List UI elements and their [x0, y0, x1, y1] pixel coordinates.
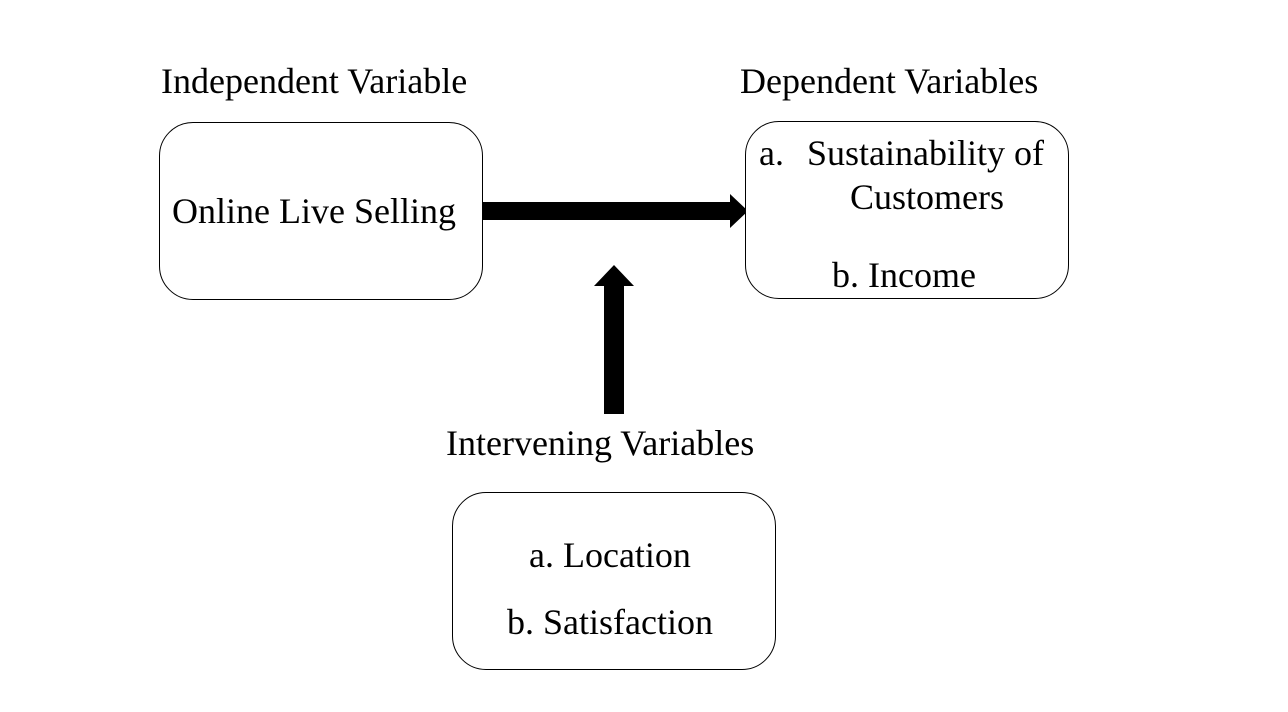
dependent-item-a-line1: Sustainability of	[807, 133, 1044, 173]
arrow-intervening-to-relationship	[594, 265, 634, 414]
independent-variable-text: Online Live Selling	[172, 191, 456, 231]
arrow-independent-to-dependent	[483, 194, 748, 228]
intervening-variables-heading: Intervening Variables	[446, 423, 755, 463]
dependent-variables-box: a. Sustainability of Customers b. Income	[745, 121, 1069, 299]
intervening-item-a: a. Location	[529, 535, 691, 575]
independent-variable-heading: Independent Variable	[161, 61, 468, 101]
dependent-item-a-line2: Customers	[850, 177, 1005, 217]
intervening-variables-box: a. Location b. Satisfaction	[452, 492, 776, 670]
dependent-item-b: b. Income	[832, 255, 976, 295]
independent-variable-box: Online Live Selling	[159, 122, 483, 300]
dependent-item-a-marker: a.	[759, 133, 784, 173]
intervening-item-b: b. Satisfaction	[507, 602, 713, 642]
dependent-variables-heading: Dependent Variables	[740, 61, 1039, 101]
